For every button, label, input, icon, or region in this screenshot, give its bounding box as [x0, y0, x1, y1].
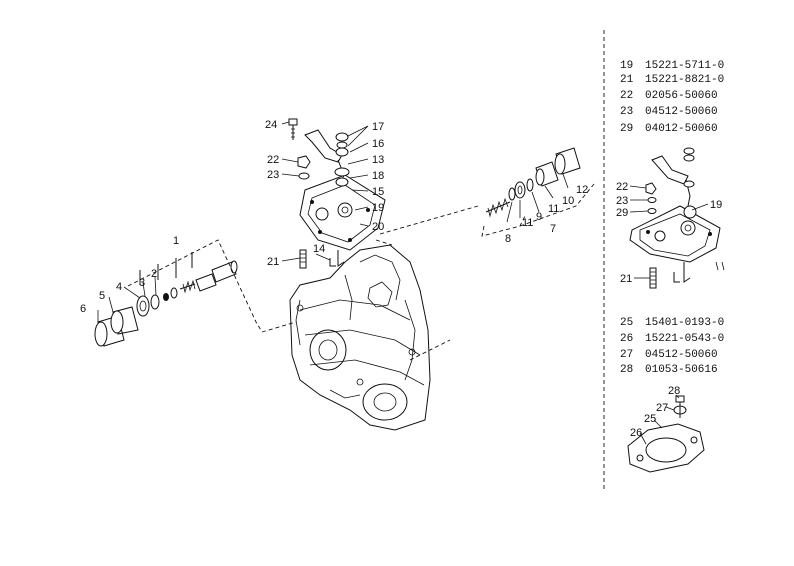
connector-lines [261, 239, 451, 361]
callout-14: 14 [313, 243, 325, 255]
callout-1: 1 [173, 235, 179, 247]
inset-callout-26: 26 [630, 427, 642, 439]
parts-row-number: 15221-0543-0 [645, 333, 724, 345]
callout-19: 19 [372, 202, 384, 214]
parts-row-number: 04012-50060 [645, 123, 718, 135]
parts-table-top: 19 15221-5711-0 21 15221-8821-0 22 02056… [620, 60, 724, 135]
inset-gasket-leaders [639, 394, 680, 445]
inset-leader-lines [629, 185, 709, 279]
parts-row-number: 02056-50060 [645, 90, 718, 102]
parts-table-bottom: 25 15401-0193-0 26 15221-0543-0 27 04512… [620, 317, 724, 376]
inset-callout-27: 27 [656, 402, 668, 414]
callout-4: 4 [116, 281, 122, 293]
callout-24: 24 [265, 119, 277, 131]
engine-block [289, 244, 431, 431]
callout-18: 18 [372, 170, 384, 182]
nut-22-washer-23 [297, 155, 311, 180]
parts-row-ref: 29 [620, 123, 633, 135]
parts-row-ref: 25 [620, 317, 633, 329]
callout-2: 2 [151, 268, 157, 280]
callout-11: 11 [522, 217, 533, 229]
callout-15: 15 [372, 186, 384, 198]
callout-20: 20 [372, 221, 384, 233]
parts-row-number: 04512-50060 [645, 106, 718, 118]
callout-17: 17 [372, 121, 384, 133]
inset-callout-19: 19 [710, 199, 722, 211]
parts-row-number: 15221-8821-0 [645, 74, 724, 86]
shaft-1-bracket [127, 239, 263, 333]
leader-lines [97, 121, 569, 322]
callout-21: 21 [267, 256, 279, 268]
small-bolt-24 [288, 118, 298, 140]
callout-12: 12 [576, 184, 588, 196]
parts-row-number: 01053-50616 [645, 364, 718, 376]
left-shaft-assembly [94, 260, 238, 347]
inset-callout-29: 29 [616, 207, 628, 219]
callout-22: 22 [267, 154, 279, 166]
right-shaft-assembly [379, 147, 595, 237]
governor-lever [304, 129, 350, 187]
parts-row-number: 15401-0193-0 [645, 317, 724, 329]
inset-callout-28: 28 [668, 385, 680, 397]
parts-row-ref: 23 [620, 106, 633, 118]
callout-7: 7 [550, 223, 556, 235]
callout-16: 16 [372, 138, 384, 150]
stud-21 [299, 249, 307, 269]
parts-row-ref: 28 [620, 364, 633, 376]
inset-cover-drawing [629, 147, 725, 289]
parts-row-ref: 27 [620, 349, 633, 361]
inset-callout-22: 22 [616, 181, 628, 193]
callout-3: 3 [139, 277, 145, 289]
governor-cover-plate [299, 174, 386, 251]
callout-13: 13 [372, 154, 384, 166]
callout-8: 8 [505, 233, 511, 245]
inset-callout-25: 25 [644, 413, 656, 425]
callout-5: 5 [99, 290, 105, 302]
parts-row-ref: 21 [620, 74, 634, 86]
parts-row-number: 15221-5711-0 [645, 60, 724, 72]
inset-gasket-drawing [627, 395, 705, 473]
callout-10: 10 [562, 195, 574, 207]
parts-row-ref: 26 [620, 333, 633, 345]
callout-9: 9 [536, 211, 542, 223]
parts-row-ref: 22 [620, 90, 633, 102]
callout-23: 23 [267, 169, 279, 181]
parts-row-ref: 19 [620, 60, 633, 72]
callout-11b: 11 [548, 203, 559, 215]
callout-6: 6 [80, 303, 86, 315]
pin-14 [329, 250, 345, 267]
inset-callout-23: 23 [616, 195, 628, 207]
parts-row-number: 04512-50060 [645, 349, 718, 361]
inset-callout-21: 21 [620, 273, 632, 285]
